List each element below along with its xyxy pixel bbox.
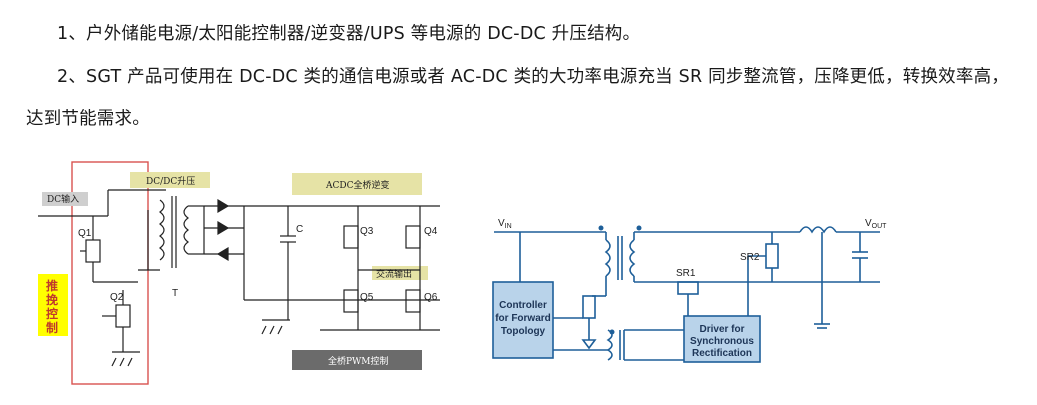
gate-transformer-primary xyxy=(606,329,613,361)
transformer-secondary xyxy=(183,205,189,255)
sr1-transistor xyxy=(677,281,699,295)
transformer-label: T xyxy=(172,288,178,299)
vout-label: VOUT xyxy=(865,218,887,230)
main-transformer-secondary xyxy=(629,239,636,277)
q1-transistor xyxy=(85,239,101,263)
controller-box xyxy=(492,281,554,359)
acdc-bridge-label: ACDC全桥逆变 xyxy=(325,179,390,191)
controller-line-1: Controller xyxy=(499,300,547,311)
q1-label: Q1 xyxy=(78,228,92,239)
output-inductor xyxy=(799,226,837,234)
q6-transistor xyxy=(405,289,421,313)
polarity-dot-1 xyxy=(598,225,604,231)
primary-ground xyxy=(581,339,597,350)
q3-transistor xyxy=(343,225,359,249)
pwm-label: 全桥PWM控制 xyxy=(328,355,389,367)
push-pull-char-4: 制 xyxy=(46,320,58,335)
paragraph-1: 1、户外储能电源/太阳能控制器/逆变器/UPS 等电源的 DC-DC 升压结构。 xyxy=(57,24,641,44)
q6-label: Q6 xyxy=(424,292,438,303)
dcdc-boost-label-box xyxy=(130,172,210,188)
primary-switch xyxy=(582,295,596,319)
push-pull-char-1: 推 xyxy=(46,278,58,293)
push-pull-label-box xyxy=(38,274,68,336)
q2-transistor xyxy=(115,304,131,328)
dc-input-label-box xyxy=(42,192,88,206)
paragraph-2: 2、SGT 产品可使用在 DC-DC 类的通信电源或者 AC-DC 类的大功率电… xyxy=(26,67,1009,129)
polarity-dot-3 xyxy=(609,329,615,335)
sr2-transistor xyxy=(765,243,779,269)
q5-transistor xyxy=(343,289,359,313)
diode-2 xyxy=(217,220,230,236)
driver-box xyxy=(683,315,761,363)
vin-label: VIN xyxy=(498,218,512,230)
driver-line-2: Synchronous xyxy=(690,336,754,347)
push-pull-char-2: 挽 xyxy=(46,292,58,307)
controller-line-3: Topology xyxy=(501,326,546,337)
sr2-label: SR2 xyxy=(740,252,760,263)
q5-label: Q5 xyxy=(360,292,374,303)
acdc-label-box xyxy=(292,173,422,195)
pwm-label-box xyxy=(292,350,422,370)
controller-line-2: for Forward xyxy=(495,313,551,324)
q2-label: Q2 xyxy=(110,292,124,303)
diode-3 xyxy=(216,246,229,262)
sr1-label: SR1 xyxy=(676,268,696,279)
dcdc-boost-label: DC/DC升压 xyxy=(146,176,195,187)
driver-line-1: Driver for xyxy=(699,324,744,335)
main-transformer-primary xyxy=(604,239,611,277)
diode-1 xyxy=(217,198,230,214)
capacitor-label: C xyxy=(296,224,303,235)
q3-label: Q3 xyxy=(360,226,374,237)
dc-input-label: DC输入 xyxy=(47,193,79,205)
q4-transistor xyxy=(405,225,421,249)
ac-output-label: 交流输出 xyxy=(376,268,412,280)
q4-label: Q4 xyxy=(424,226,438,237)
polarity-dot-2 xyxy=(636,225,642,231)
push-pull-highlight-frame xyxy=(71,161,149,385)
driver-line-3: Rectification xyxy=(692,348,752,359)
push-pull-char-3: 控 xyxy=(46,306,58,321)
right-circuit-diagram xyxy=(492,226,880,363)
transformer-primary xyxy=(159,199,165,261)
left-circuit-diagram xyxy=(38,161,440,385)
